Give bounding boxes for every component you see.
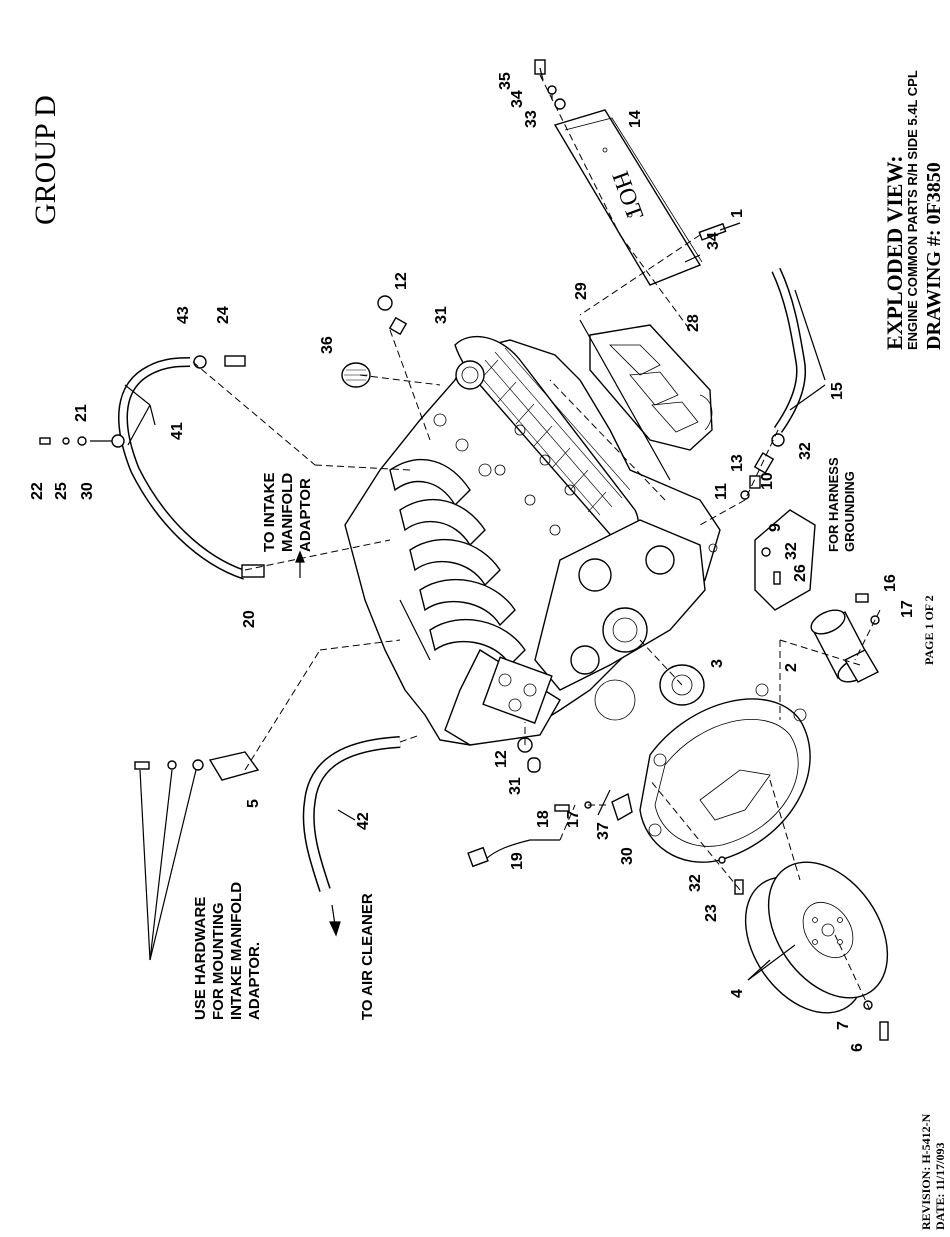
callout-25: 25 <box>53 482 70 500</box>
o2-sensor-wire <box>484 839 560 861</box>
callout-11: 11 <box>713 483 730 500</box>
callout-6: 6 <box>849 1043 866 1052</box>
crankshaft-seal <box>602 607 648 653</box>
callout-33: 33 <box>523 110 540 128</box>
hardware-note-line1: USE HARDWARE <box>192 897 209 1020</box>
callout-31-lower: 31 <box>507 777 524 795</box>
bell-housing <box>639 683 811 863</box>
hardware <box>39 59 889 1041</box>
heat-shield: HOT <box>553 109 703 286</box>
date-text: DATE: 11/17/093 <box>933 1143 947 1230</box>
air-cleaner-note: TO AIR CLEANER <box>359 893 376 1020</box>
callout-19: 19 <box>509 852 526 870</box>
drawing-subtitle: ENGINE COMMON PARTS R/H SIDE 5.4L CPL <box>905 70 920 350</box>
group-label: GROUP D <box>29 95 62 225</box>
valve-cover-ribs <box>474 347 631 516</box>
callout-29: 32 <box>797 442 814 460</box>
exploded-view-title: EXPLODED VIEW: <box>882 155 907 350</box>
callout-41: 41 <box>169 422 186 440</box>
callout-35: 35 <box>497 72 514 90</box>
callout-7: 7 <box>835 1021 852 1030</box>
title-block: GROUP D EXPLODED VIEW: ENGINE COMMON PAR… <box>29 70 947 1230</box>
callouts-extra: 30 32 23 <box>619 847 720 922</box>
harness-note-line1: FOR HARNESS <box>826 457 841 552</box>
callout-28: 30 <box>79 482 96 500</box>
callout-31-top: 31 <box>433 306 450 324</box>
intake-note-line3: ADAPTOR <box>297 478 314 552</box>
grommet-36 <box>341 362 371 388</box>
callout-37: 37 <box>595 822 612 840</box>
callout-18: 18 <box>535 810 552 828</box>
callout-10: 10 <box>759 472 776 490</box>
callout-bolt-23-lower: 23 <box>703 904 720 922</box>
intake-note-line2: MANIFOLD <box>279 473 296 552</box>
bracket-5 <box>208 751 260 781</box>
callout-20: 20 <box>241 610 258 628</box>
exhaust-gasket <box>579 319 671 481</box>
callout-15: 15 <box>829 382 846 400</box>
harness-grounding-detail <box>754 509 816 611</box>
callout-2: 2 <box>783 663 800 672</box>
callout-34-lower: 34 <box>705 232 722 250</box>
callout-3: 3 <box>709 659 726 668</box>
intake-note-line1: TO INTAKE <box>261 473 278 552</box>
callout-17-lower: 17 <box>565 810 582 828</box>
intake-runners <box>389 458 526 667</box>
annotations: TO INTAKE MANIFOLD ADAPTOR USE HARDWARE … <box>192 457 857 1020</box>
callout-27: 29 <box>573 282 590 300</box>
hardware-note-line3: INTAKE MANIFOLD <box>228 882 245 1020</box>
callout-13: 13 <box>729 454 746 472</box>
callouts: 35 34 33 14 1 34 29 28 15 32 10 13 11 9 … <box>29 72 916 1052</box>
oil-fill-cap <box>455 360 485 390</box>
callout-12-top: 12 <box>393 272 410 290</box>
pcv-hose-41 <box>118 357 247 580</box>
callout-4: 4 <box>729 989 746 998</box>
callout-36: 36 <box>319 336 336 354</box>
callout-32: 32 <box>783 542 800 560</box>
revision-text: REVISION: H-5412-N <box>919 1113 933 1230</box>
harness-note-line2: GROUNDING <box>842 471 857 552</box>
callout-22: 22 <box>29 482 46 500</box>
callout-16: 16 <box>882 574 899 592</box>
engine-assembly <box>344 335 721 746</box>
callout-12-lower: 12 <box>493 750 510 768</box>
callout-17: 17 <box>899 600 916 618</box>
callout-42: 42 <box>355 812 372 830</box>
starter-motor <box>810 609 879 683</box>
leader-lines <box>90 67 881 1011</box>
callout-washer-32-lower: 32 <box>687 874 704 892</box>
callout-1: 1 <box>729 209 746 218</box>
callout-21: 21 <box>73 404 90 422</box>
callout-23: 26 <box>792 564 809 582</box>
callout-bellhousing-30: 30 <box>619 847 636 865</box>
callout-26: 28 <box>685 314 702 332</box>
callout-5: 5 <box>245 799 262 808</box>
callout-43: 43 <box>175 306 192 324</box>
callout-9: 9 <box>767 523 784 532</box>
hardware-note-line2: FOR MOUNTING <box>210 903 227 1021</box>
exhaust-manifold <box>589 324 713 451</box>
drawing-number: DRAWING #: 0F3850 <box>923 162 945 350</box>
bracket-37 <box>611 792 633 822</box>
hardware-note-line4: ADAPTOR. <box>246 942 263 1020</box>
callout-14: 14 <box>627 110 644 128</box>
callout-34: 34 <box>509 90 526 108</box>
flexplate <box>744 861 889 1014</box>
page-number: PAGE 1 OF 2 <box>922 595 936 665</box>
callout-24: 24 <box>215 306 232 324</box>
